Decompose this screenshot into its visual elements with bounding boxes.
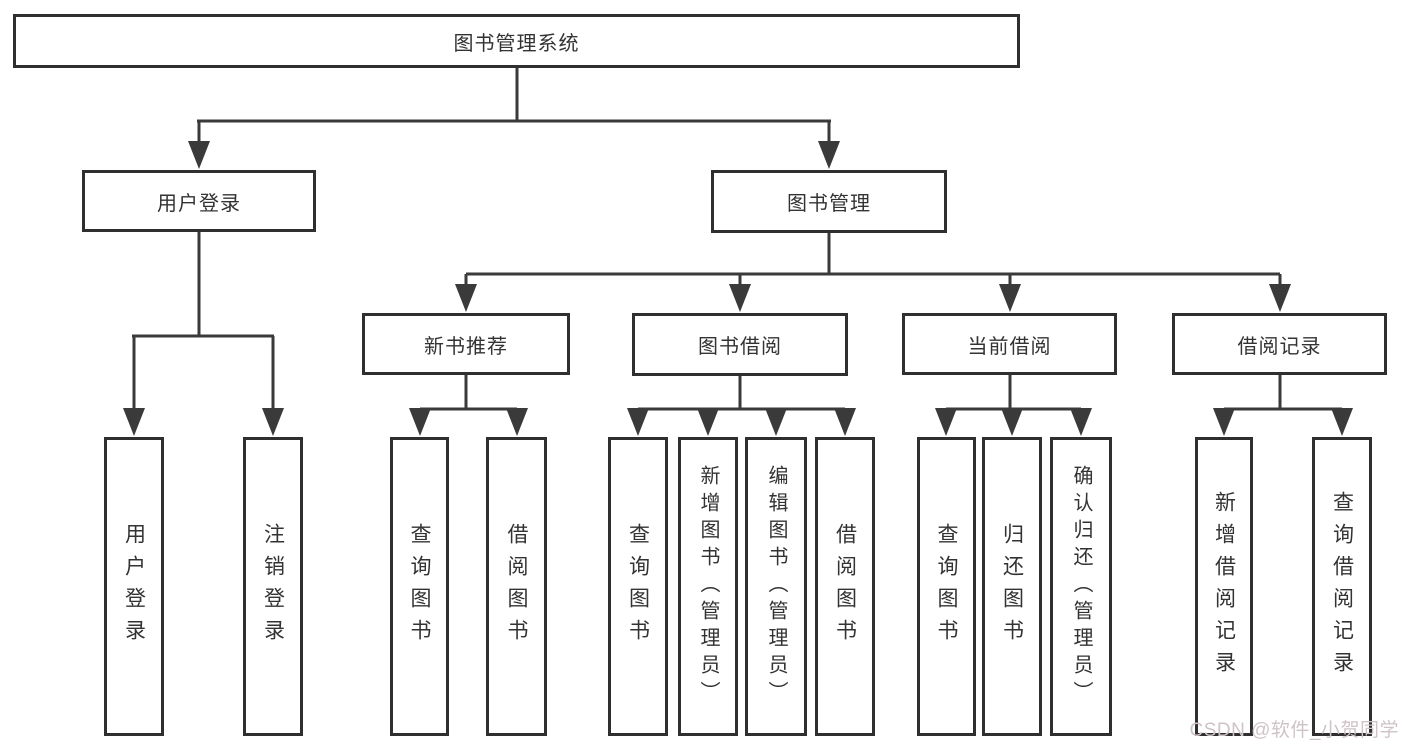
leaf-user-login-label: 用户登录 [122,522,146,651]
arrowheads [123,141,1353,436]
leaf-bb-borrow-book-label: 借阅图书 [833,522,857,651]
csdn-watermark: CSDN @软件_小贺同学 [1189,720,1399,741]
leaf-cb-query-books: 查询图书 [917,437,976,736]
leaf-bb-query-books: 查询图书 [608,437,668,736]
node-book-management: 图书管理 [711,170,947,233]
node-root-system: 图书管理系统 [13,14,1020,68]
leaf-br-add-borrow-record: 新增借阅记录 [1195,437,1253,736]
node-new-book-recommend: 新书推荐 [362,313,570,375]
leaf-nbr-borrow-book-label: 借阅图书 [505,522,528,651]
node-current-borrowing: 当前借阅 [902,313,1117,375]
node-user-login-label: 用户登录 [157,192,241,215]
node-new-book-recommend-label: 新书推荐 [424,335,508,358]
leaf-cb-confirm-return-admin-label: 确认归还（管理员） [1070,465,1092,708]
node-borrowing-records-label: 借阅记录 [1237,335,1322,358]
leaf-nbr-query-books-label: 查询图书 [408,522,431,651]
leaf-cb-return-book-label: 归还图书 [1000,522,1024,651]
node-book-borrowing: 图书借阅 [632,313,848,376]
leaf-bb-edit-book-admin: 编辑图书（管理员） [745,437,807,736]
leaf-logout: 注销登录 [243,437,303,736]
node-root-label: 图书管理系统 [453,32,580,55]
leaf-cb-return-book: 归还图书 [982,437,1042,736]
node-current-borrowing-label: 当前借阅 [967,335,1052,358]
leaf-user-login: 用户登录 [104,437,164,736]
leaf-bb-edit-book-admin-label: 编辑图书（管理员） [765,465,787,708]
leaf-bb-add-book-admin: 新增图书（管理员） [678,437,738,736]
node-borrowing-records: 借阅记录 [1172,313,1387,375]
leaf-logout-label: 注销登录 [261,522,285,651]
leaf-bb-add-book-admin-label: 新增图书（管理员） [697,465,719,708]
leaf-nbr-query-books: 查询图书 [390,437,449,736]
leaf-cb-query-books-label: 查询图书 [935,522,958,651]
node-user-login: 用户登录 [82,170,316,232]
leaf-br-add-borrow-record-label: 新增借阅记录 [1212,490,1236,683]
node-book-management-label: 图书管理 [787,193,871,215]
leaf-bb-query-books-label: 查询图书 [626,522,650,651]
leaf-bb-borrow-book: 借阅图书 [815,437,875,736]
leaf-nbr-borrow-book: 借阅图书 [486,437,547,736]
node-book-borrowing-label: 图书借阅 [698,336,782,358]
leaf-br-query-borrow-record-label: 查询借阅记录 [1330,490,1354,683]
leaf-cb-confirm-return-admin: 确认归还（管理员） [1050,437,1112,736]
leaf-br-query-borrow-record: 查询借阅记录 [1312,437,1372,736]
